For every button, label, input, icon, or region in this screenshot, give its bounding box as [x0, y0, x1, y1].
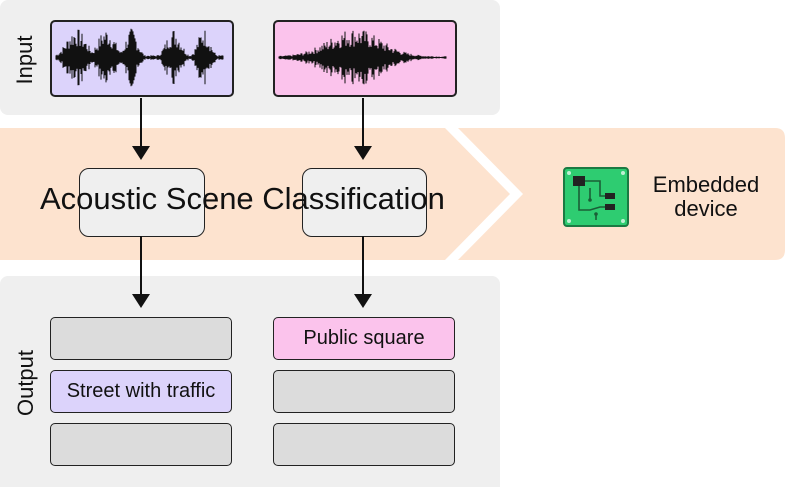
output-box-col2-2 [273, 370, 455, 413]
waveform-path [55, 28, 224, 87]
device-label: Embedded device [636, 173, 776, 221]
output-box-col2-1: Public square [273, 317, 455, 360]
output-box-col1-3 [50, 423, 232, 466]
process-title: Acoustic Scene Classification [40, 181, 445, 216]
down-arrow-icon [132, 98, 372, 308]
device-label-line2: device [674, 196, 738, 221]
asc-box-right [302, 168, 427, 237]
output-box-col2-3 [273, 423, 455, 466]
output-box-col1-2: Street with traffic [50, 370, 232, 413]
output-box-col1-1 [50, 317, 232, 360]
waveform-path [278, 30, 447, 85]
device-label-line1: Embedded [652, 172, 760, 197]
